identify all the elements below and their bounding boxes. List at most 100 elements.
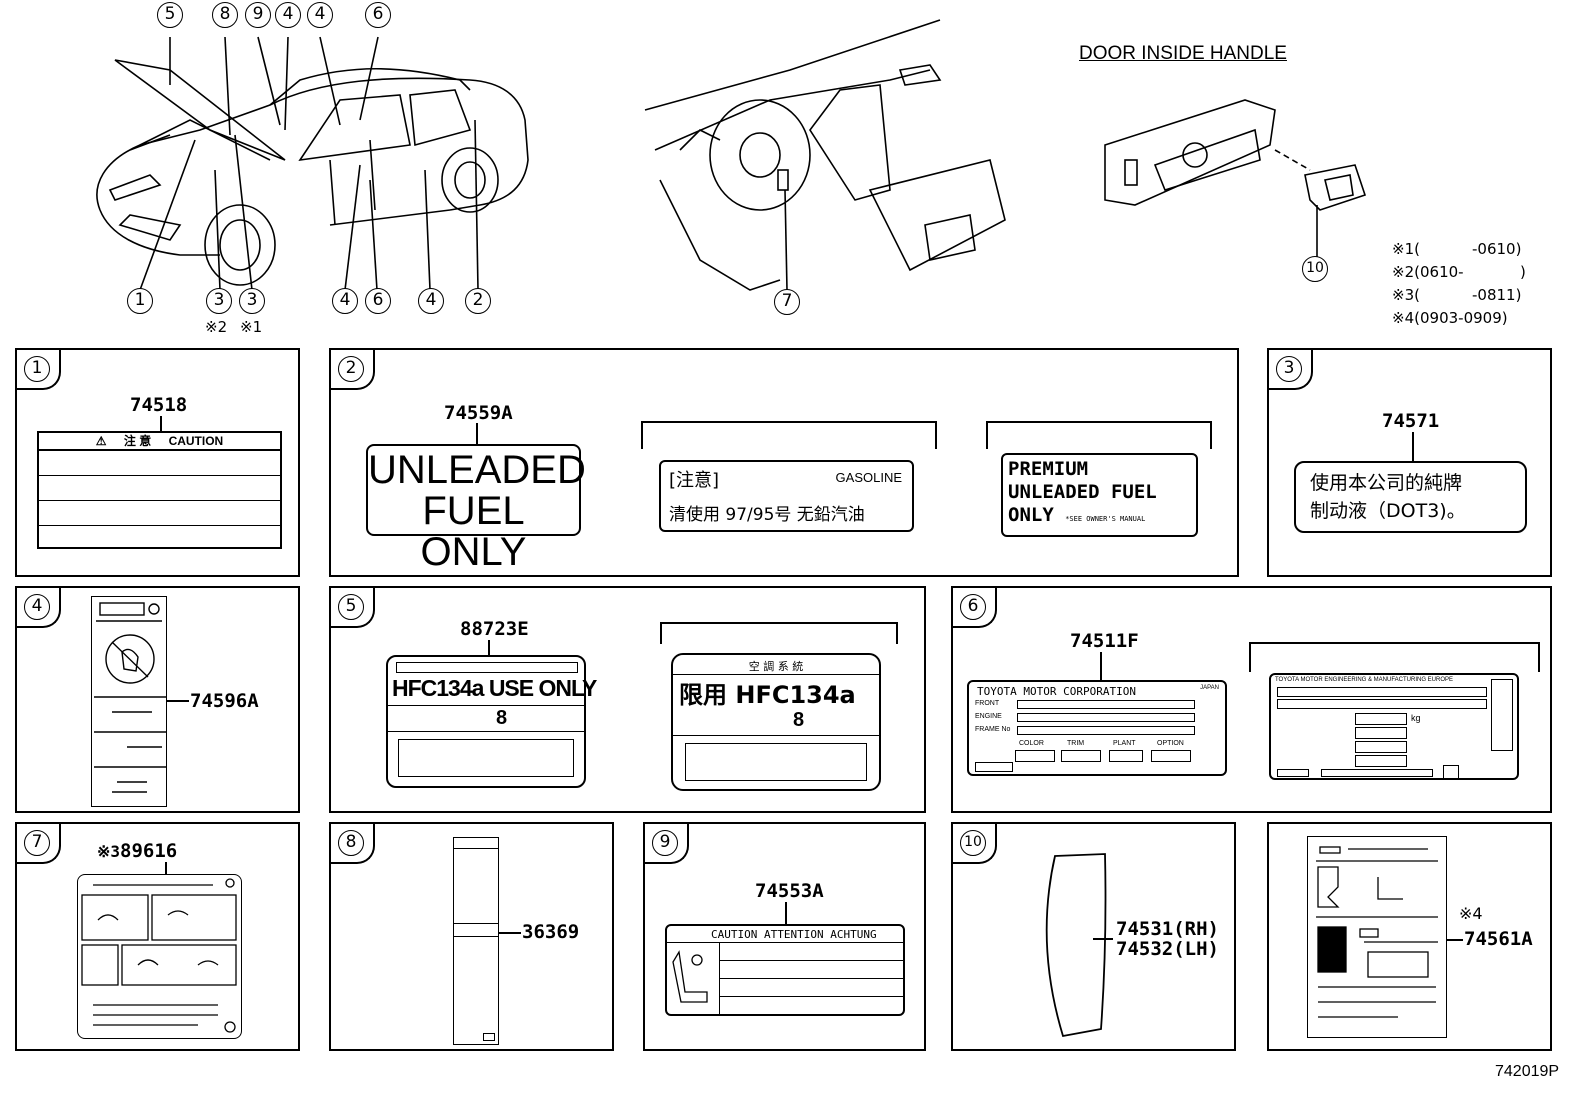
callout-8: 8 <box>212 2 238 28</box>
caution-header: ⚠ 注 意 CAUTION <box>39 433 280 451</box>
maker-name: TOYOTA MOTOR CORPORATION <box>977 685 1136 698</box>
leader-line <box>1412 432 1414 462</box>
leader-line <box>1093 938 1113 940</box>
refrigerant-label-cjk: 空 調 系 統 限用 HFC134a 8 <box>671 653 881 791</box>
panel-tab: 7 <box>15 822 61 864</box>
panel-number: 2 <box>338 356 364 382</box>
interior-illustration <box>640 10 1020 330</box>
leader-line <box>488 640 490 656</box>
vin-plate-label-eu: TOYOTA MOTOR ENGINEERING & MANUFACTURING… <box>1269 673 1519 780</box>
part-number: 74511F <box>1070 630 1139 652</box>
callout-5: 5 <box>157 2 183 28</box>
callout-4: 4 <box>332 288 358 314</box>
callout-2: 2 <box>465 288 491 314</box>
energy-label <box>1307 836 1447 1038</box>
panel-tab: 1 <box>15 348 61 390</box>
premium-line-3: ONLY <box>1008 504 1054 526</box>
date-note-2-open: (0610- <box>1414 263 1464 281</box>
callout-mark-2: ※2 <box>205 318 228 336</box>
premium-note: *SEE OWNER'S MANUAL <box>1065 515 1146 523</box>
callout-mark-1: ※1 <box>240 318 263 336</box>
part-number-value: 89616 <box>120 840 178 862</box>
unleaded-line-1: UNLEADED <box>368 448 586 492</box>
leader-line <box>1100 652 1102 684</box>
callout-4: 4 <box>418 288 444 314</box>
panel-tab: 3 <box>1267 348 1313 390</box>
date-note-4: ※4(0903-0909) <box>1392 309 1552 332</box>
date-note-3-to: -0811) <box>1472 286 1522 304</box>
china-gasoline: GASOLINE <box>835 470 902 485</box>
variant-bracket <box>1249 642 1540 644</box>
airbag-label <box>91 596 167 807</box>
panel-number: 3 <box>1276 356 1302 382</box>
col-trim: TRIM <box>1067 740 1085 747</box>
panel-tab: 8 <box>329 822 375 864</box>
brake-line-1: 使用本公司的純牌 <box>1310 472 1463 494</box>
date-note-2-mark: ※2 <box>1392 263 1415 281</box>
oil-number: 8 <box>496 707 508 729</box>
stop-start-label <box>77 874 242 1039</box>
date-notes: ※1(-0610) ※2(0610-) ※3(-0811) ※4(0903-09… <box>1392 240 1552 332</box>
part-number: 36369 <box>522 921 580 943</box>
leader-line <box>167 700 189 702</box>
panel-number: 5 <box>338 594 364 620</box>
col-option: OPTION <box>1157 740 1184 747</box>
panel-number: 9 <box>652 830 678 856</box>
callout-6: 6 <box>365 288 391 314</box>
seat-caution-label: CAUTION ATTENTION ACHTUNG <box>665 924 905 1016</box>
panel-6: 6 74511F TOYOTA MOTOR CORPORATION JAPAN … <box>951 586 1552 813</box>
part-number: 74518 <box>130 394 188 416</box>
date-note-4-mark: ※4 <box>1392 309 1415 327</box>
variant-bracket-left <box>641 421 643 449</box>
panel-1: 1 74518 ⚠ 注 意 CAUTION <box>15 348 300 577</box>
col-color: COLOR <box>1019 740 1044 747</box>
panel-number: 1 <box>24 356 50 382</box>
warning-icon: ⚠ <box>95 434 107 448</box>
panel-5: 5 88723E HFC134a USE ONLY 8 空 調 系 統 限用 H… <box>329 586 926 813</box>
date-note-4-open: (0903-0909) <box>1414 309 1508 327</box>
variant-bracket <box>986 421 1212 423</box>
caution-text: CAUTION <box>168 434 224 448</box>
handle-pad-label <box>1045 853 1107 1038</box>
row-frame: FRAME No <box>975 726 1011 733</box>
door-handle-illustration <box>1095 85 1385 285</box>
part-number: 74559A <box>444 402 513 424</box>
callout-3: 3 <box>206 288 232 314</box>
premium-line-1: PREMIUM <box>1008 458 1089 480</box>
callout-4: 4 <box>307 2 333 28</box>
date-note-1-open: ( <box>1414 240 1420 258</box>
date-note-1-to: -0610) <box>1472 240 1522 258</box>
variant-bracket-left <box>660 622 662 644</box>
callout-10: 10 <box>1302 256 1328 282</box>
date-note-2: ※2(0610-) <box>1392 263 1552 286</box>
refrigerant-cjk-text: 限用 HFC134a <box>679 681 856 709</box>
china-fuel-label: [注意] GASOLINE 清使用 97/95号 无鉛汽油 <box>659 460 914 532</box>
leader-line <box>160 416 162 432</box>
brake-fluid-label: 使用本公司的純牌 制动液（DOT3)。 <box>1294 461 1527 533</box>
panel-4: 4 74596A <box>15 586 300 813</box>
panel-10: 10 74531(RH) 74532(LH) <box>951 822 1236 1051</box>
maker-country: JAPAN <box>1200 685 1219 691</box>
variant-bracket-right <box>1538 642 1540 672</box>
panel-tab: 5 <box>329 586 375 628</box>
callout-6: 6 <box>365 2 391 28</box>
row-front: FRONT <box>975 700 1000 707</box>
panel-number: 7 <box>24 830 50 856</box>
caution-cjk: 注 意 <box>123 434 152 448</box>
panel-3: 3 74571 使用本公司的純牌 制动液（DOT3)。 <box>1267 348 1552 577</box>
seat-caution-text: CAUTION ATTENTION ACHTUNG <box>711 928 877 941</box>
leader-line <box>165 862 167 876</box>
panel-number: 8 <box>338 830 364 856</box>
seat-icon <box>672 950 708 1003</box>
premium-line-2: UNLEADED FUEL <box>1008 481 1157 503</box>
col-plant: PLANT <box>1113 740 1136 747</box>
row-engine: ENGINE <box>975 713 1002 720</box>
unleaded-line-2: FUEL ONLY <box>420 489 527 574</box>
date-note-1-mark: ※1 <box>1392 240 1415 258</box>
variant-bracket-right <box>1210 421 1212 449</box>
panel-8: 8 36369 <box>329 822 614 1051</box>
callout-1: 1 <box>127 288 153 314</box>
leader-line <box>476 423 478 445</box>
refrigerant-label: HFC134a USE ONLY 8 <box>386 655 597 788</box>
panel-number: 6 <box>960 594 986 620</box>
